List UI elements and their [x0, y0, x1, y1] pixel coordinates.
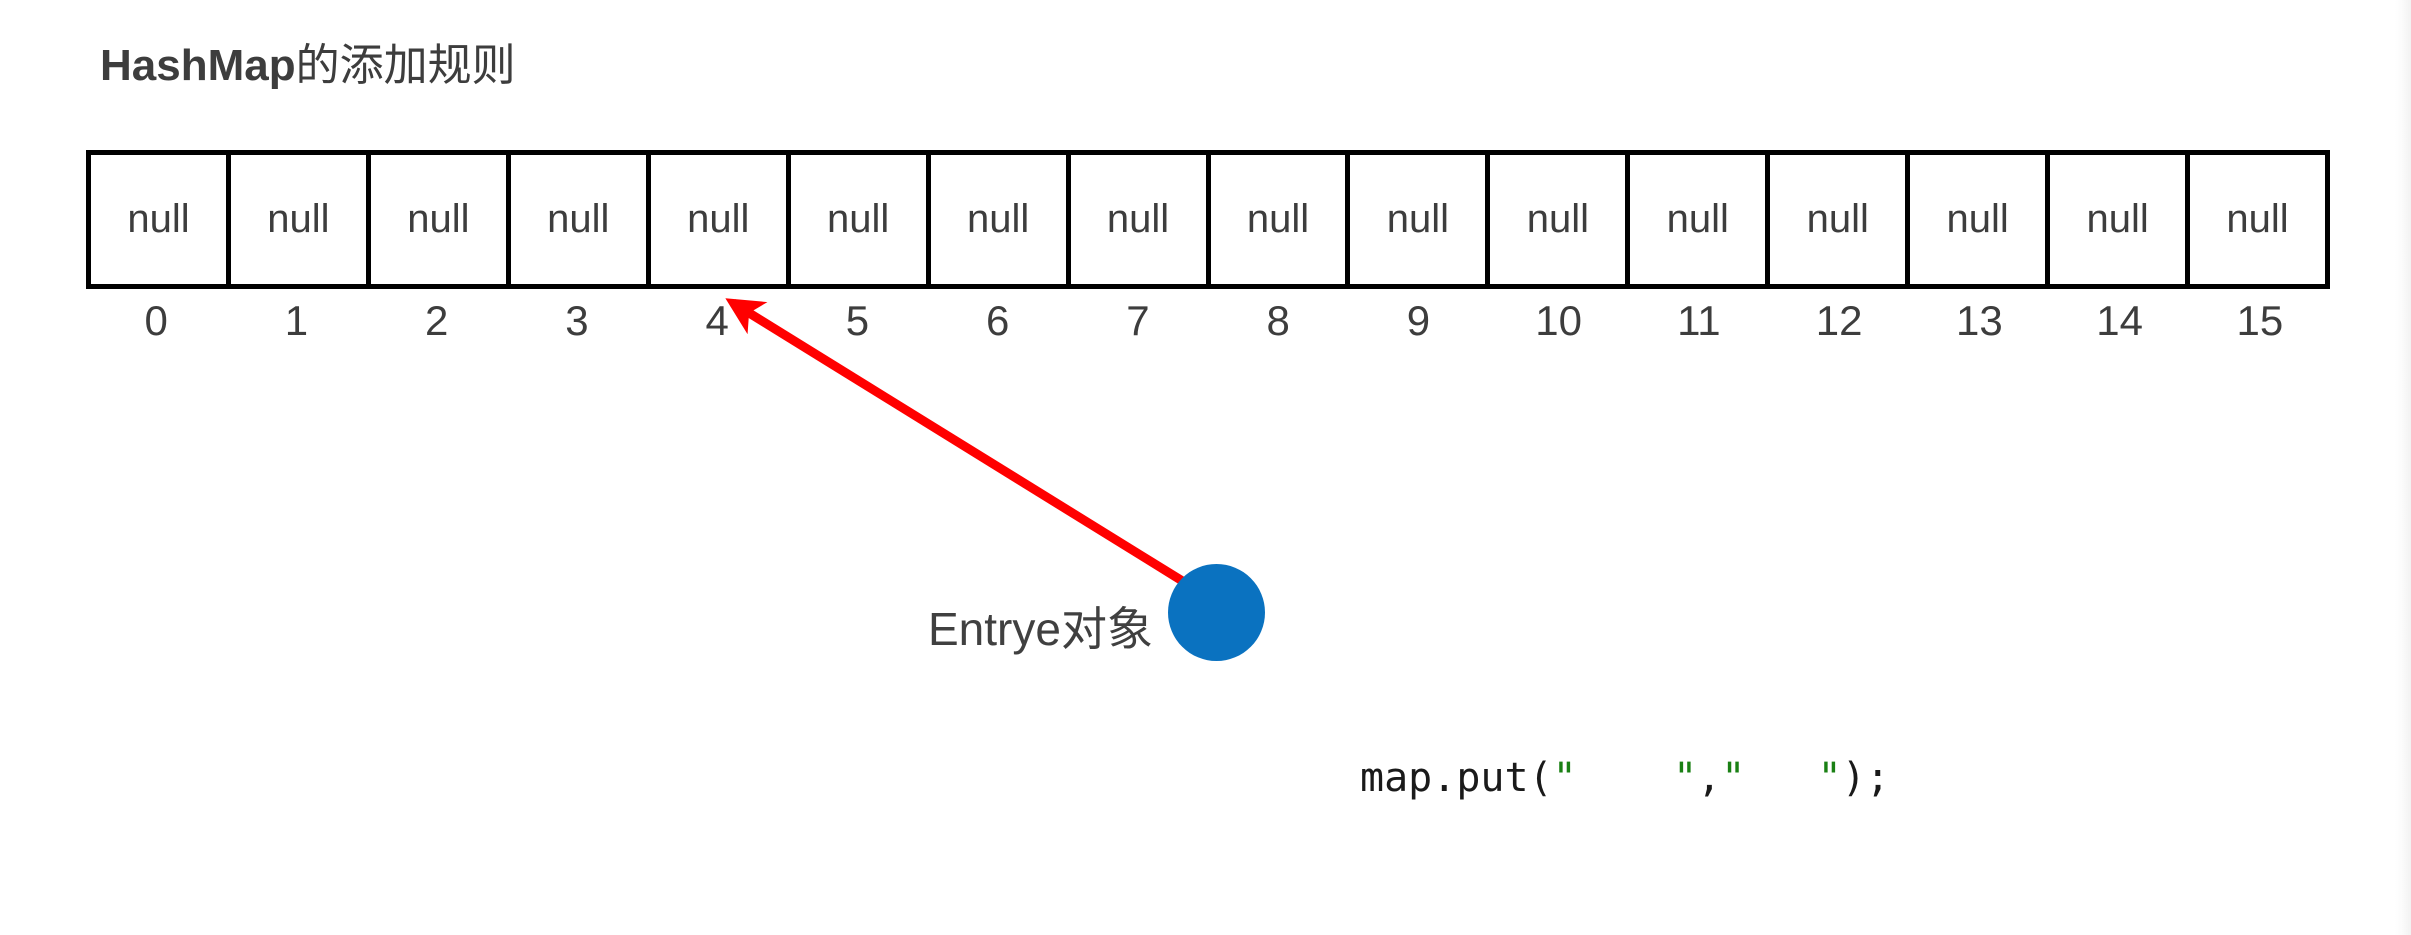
bucket-cell: null	[1630, 155, 1771, 284]
bucket-index-label: 8	[1266, 297, 1290, 344]
bucket-cell: null	[650, 155, 791, 284]
bucket-cell: null	[1210, 155, 1351, 284]
bucket-cell: null	[2190, 155, 2325, 284]
bucket-index-label: 6	[985, 297, 1010, 344]
bucket-cell: null	[1070, 155, 1211, 284]
bucket-index-label: 10	[1535, 297, 1582, 344]
page-edge-shadow	[2395, 0, 2411, 935]
bucket-cell: null	[1490, 155, 1631, 284]
bucket-cell: null	[91, 155, 231, 284]
bucket-index-label: 14	[2096, 297, 2143, 344]
hashmap-bucket-array: null null null null null null null null …	[86, 150, 2330, 289]
bucket-index-label: 13	[1956, 297, 2003, 344]
code-separator: ,	[1697, 755, 1722, 801]
bucket-index-label: 1	[284, 297, 309, 344]
bucket-cell: null	[2050, 155, 2191, 284]
entry-object-circle	[1168, 564, 1265, 661]
bucket-cell: null	[1770, 155, 1911, 284]
entry-object-label-cjk: 对象	[1060, 602, 1153, 656]
bucket-cell: null	[510, 155, 651, 284]
bucket-index-label: 7	[1126, 297, 1150, 344]
bucket-index-label: 12	[1815, 297, 1863, 344]
bucket-index-label: 4	[705, 297, 729, 344]
bucket-index-label: 3	[565, 297, 589, 344]
entry-object-label-latin: Entrye	[928, 603, 1061, 655]
code-snippet: map.put(" "," ");	[1360, 752, 1890, 804]
entry-object-label: Entrye对象	[928, 600, 1153, 658]
bucket-index-label: 11	[1677, 297, 1721, 344]
bucket-cell: null	[790, 155, 931, 284]
page-title-latin: HashMap	[100, 41, 296, 90]
bucket-index-label: 9	[1406, 297, 1431, 344]
bucket-index-label: 0	[144, 297, 168, 344]
code-string-literal-1: " "	[1552, 755, 1698, 801]
page-title-cjk: 的添加规则	[295, 40, 516, 91]
code-method-call: map.put(	[1360, 755, 1553, 801]
bucket-cell: null	[230, 155, 371, 284]
bucket-index-label: 5	[845, 297, 870, 344]
bucket-cell: null	[1350, 155, 1491, 284]
bucket-cell: null	[370, 155, 511, 284]
page-title: HashMap的添加规则	[100, 38, 516, 94]
bucket-index-label: 2	[424, 297, 449, 344]
code-string-literal-2: " "	[1721, 755, 1842, 801]
bucket-index-row: 0 1 2 3 4 5 6 7 8 9 10 11 12 13 14 15	[86, 294, 2330, 348]
code-suffix: );	[1841, 755, 1890, 801]
bucket-cell: null	[930, 155, 1071, 284]
bucket-cell: null	[1910, 155, 2051, 284]
bucket-index-label: 15	[2236, 297, 2284, 344]
